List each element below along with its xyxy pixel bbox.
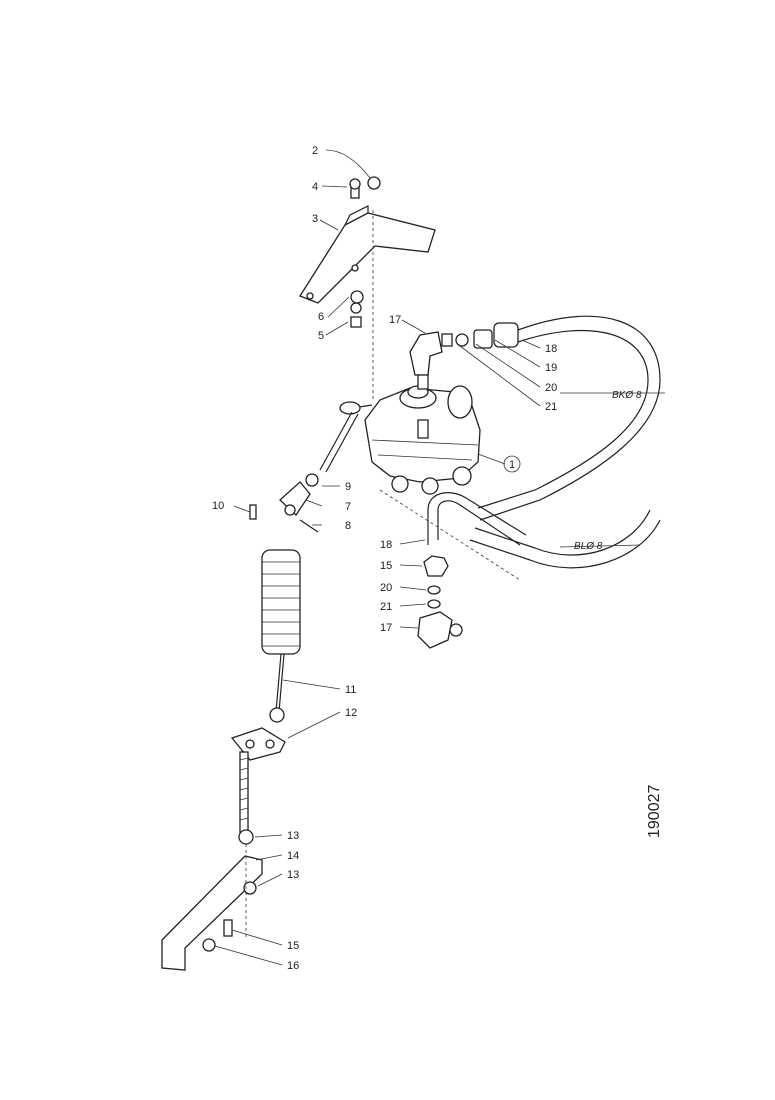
callout-labels: 2 4 3 6 5 17 18 19 20 21 1 9 7 8 10 18 1… [212,145,663,972]
callout-11: 11 [345,684,356,696]
lower-fittings [417,555,463,649]
spring [261,549,301,723]
callout-8: 8 [345,520,351,532]
callout-6: 6 [318,311,324,323]
callout-21-top: 21 [545,401,557,413]
callout-19-top: 19 [545,362,557,374]
upper-bracket [299,205,436,400]
upper-elbow-fittings [409,315,661,521]
leader-lines [214,149,665,966]
callout-3: 3 [312,213,318,225]
clamp-rod [230,727,286,845]
link-joint [249,473,319,533]
callout-21-bottom: 21 [380,601,392,613]
callout-4: 4 [312,181,318,193]
callout-20-top: 20 [545,382,557,394]
callout-15-mid: 15 [380,560,392,572]
callout-13-lower: 13 [287,869,299,881]
upper-fasteners [349,176,381,328]
callout-16: 16 [287,960,299,972]
callout-12: 12 [345,707,357,719]
callout-15: 15 [287,940,299,952]
callout-10: 10 [212,500,224,512]
callout-1: 1 [509,459,515,471]
callout-14: 14 [287,850,299,862]
lower-bracket [161,844,263,971]
callout-2: 2 [312,145,318,157]
callout-20-bottom: 20 [380,582,392,594]
callout-17-top: 17 [389,314,401,326]
hose-label-bl: BLØ 8 [574,541,603,552]
callout-13-upper: 13 [287,830,299,842]
callout-17-bottom: 17 [380,622,392,634]
valve-body [364,385,481,495]
valve-lever [319,401,373,473]
callout-7: 7 [345,501,351,513]
hose-label-bk: BKØ 8 [612,390,642,401]
lower-hose [379,489,661,581]
drawing-reference-number: 190027 [646,785,663,838]
callout-5: 5 [318,330,324,342]
callout-18-top: 18 [545,343,557,355]
callout-18-bottom: 18 [380,539,392,551]
callout-9: 9 [345,481,351,493]
